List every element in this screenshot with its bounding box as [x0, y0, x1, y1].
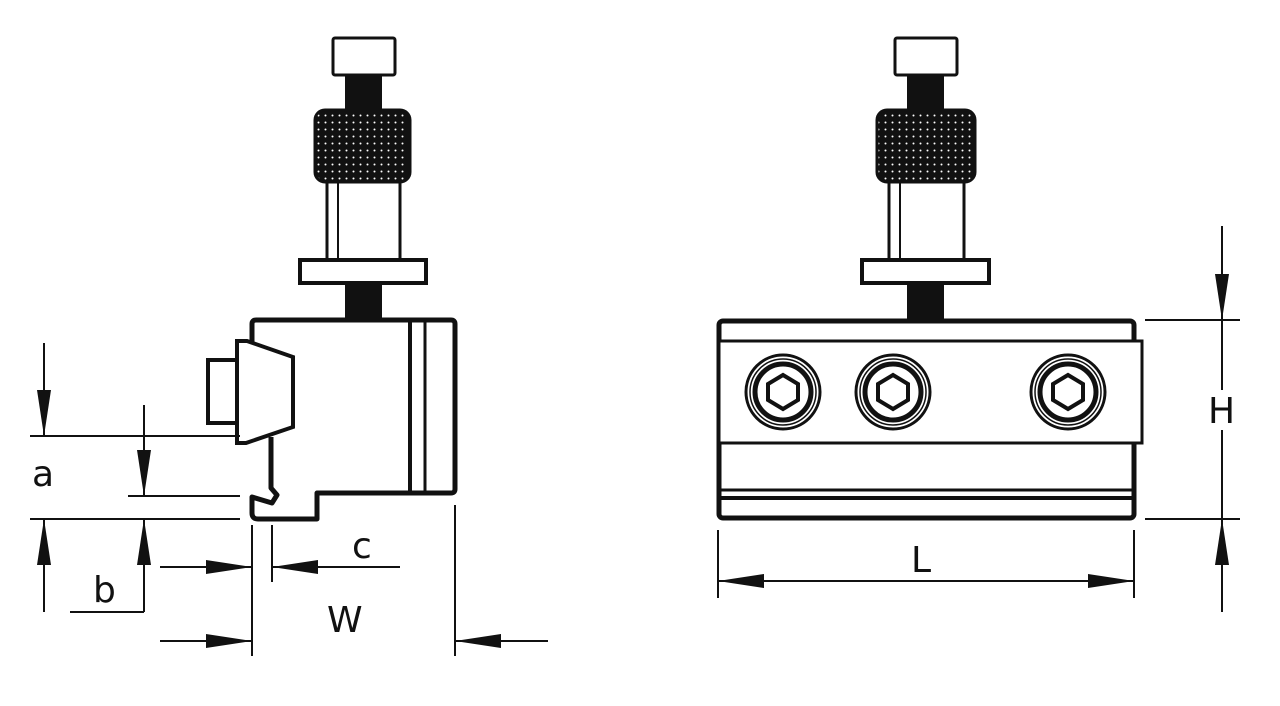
dim-label-a: a	[32, 454, 54, 495]
dim-label-W: W	[327, 600, 363, 641]
cap-screw-3	[1029, 353, 1107, 431]
side-view	[206, 36, 458, 522]
clamp-wedge	[235, 339, 295, 445]
clamp-screw	[298, 36, 428, 320]
dim-label-c: c	[352, 526, 372, 567]
cap-screw-2	[854, 353, 932, 431]
dim-label-L: L	[911, 540, 931, 581]
dimensions	[30, 226, 1240, 656]
dim-label-H: H	[1208, 391, 1235, 432]
clamp-knob	[206, 358, 239, 425]
holder-body	[249, 317, 458, 522]
cap-screw-1	[744, 353, 822, 431]
front-view	[716, 36, 1144, 521]
clamp-screw-front	[860, 36, 991, 320]
dim-label-b: b	[93, 570, 116, 611]
